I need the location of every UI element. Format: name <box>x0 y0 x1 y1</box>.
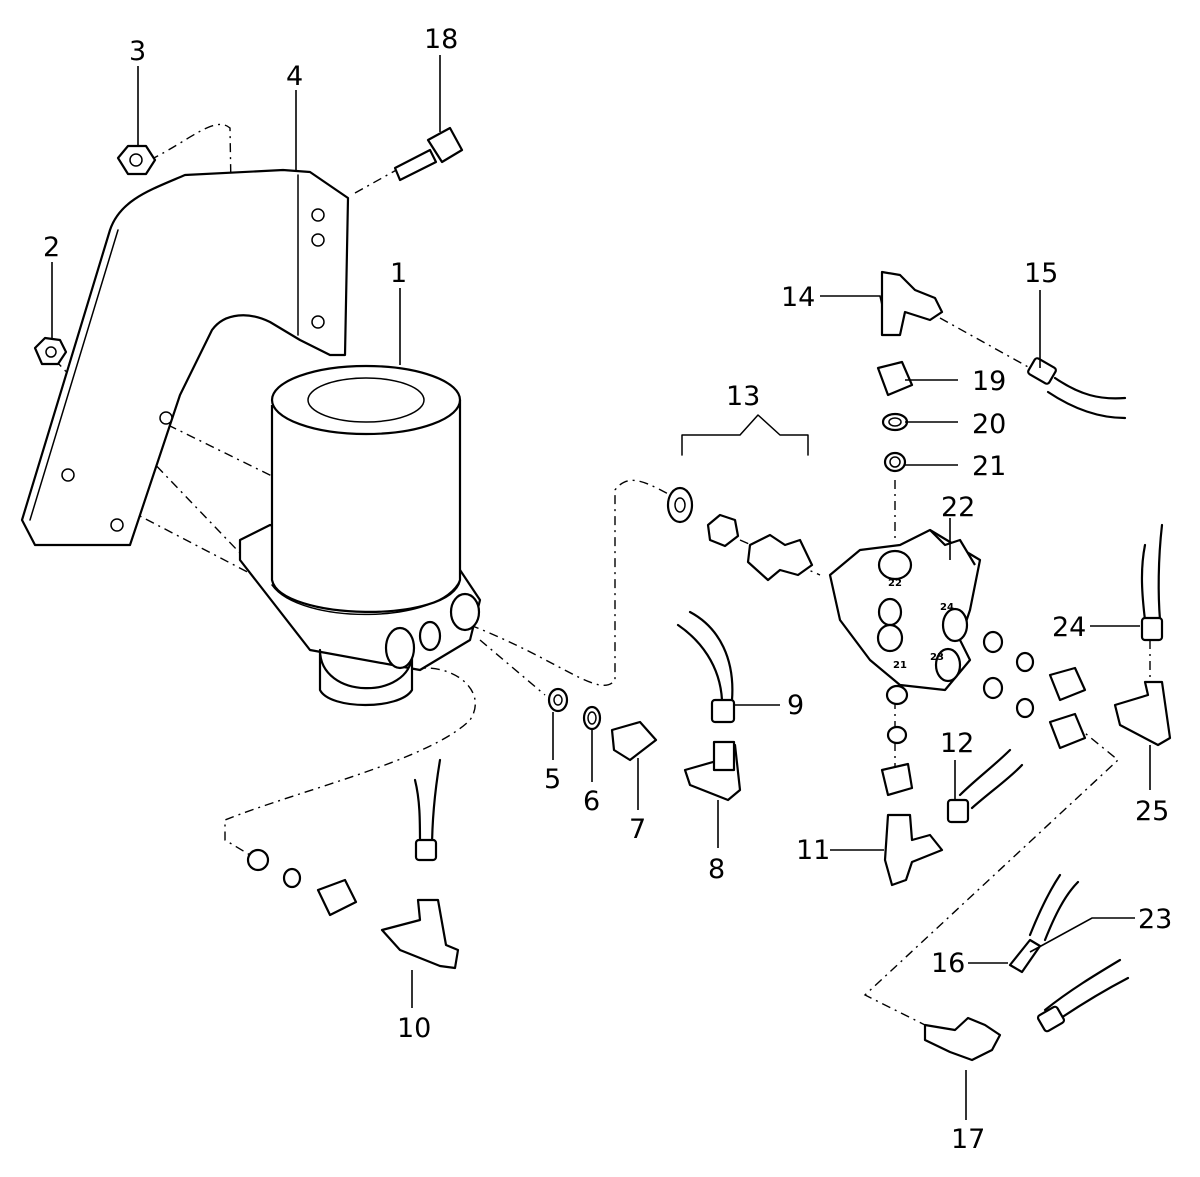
nut-part-2 <box>33 336 68 366</box>
callout-14: 14 <box>781 282 815 313</box>
elbow-part-11 <box>883 813 944 887</box>
nipple-part-16 <box>1008 938 1042 974</box>
callout-10: 10 <box>397 1013 431 1044</box>
hose-part-15 <box>1027 357 1127 420</box>
callout-5: 5 <box>544 764 561 795</box>
washer-part-20 <box>881 412 909 432</box>
callout-22: 22 <box>941 492 975 523</box>
callout-6: 6 <box>583 786 600 817</box>
callout-20: 20 <box>972 409 1006 440</box>
callout-labels: 1 2 3 4 5 6 7 8 9 10 11 12 13 14 15 16 1… <box>43 24 1172 1155</box>
hose-part-24 <box>1140 523 1164 642</box>
valve-part-22: 22 24 21 23 <box>828 528 982 692</box>
callout-23: 23 <box>1138 904 1172 935</box>
callout-17: 17 <box>951 1124 985 1155</box>
callout-18: 18 <box>424 24 458 55</box>
elbow-part-8 <box>683 740 742 802</box>
port-mark-23: 23 <box>930 652 944 663</box>
callout-25: 25 <box>1135 796 1169 827</box>
port-mark-24: 24 <box>940 602 954 613</box>
callout-11: 11 <box>796 835 830 866</box>
hose-part-9 <box>676 610 736 724</box>
callout-2: 2 <box>43 232 60 263</box>
callout-12: 12 <box>940 728 974 759</box>
leader-lines <box>51 55 1151 1120</box>
callout-8: 8 <box>708 854 725 885</box>
nut-part-3 <box>116 144 157 176</box>
callout-21: 21 <box>972 451 1006 482</box>
callout-19: 19 <box>972 366 1006 397</box>
port-mark-21: 21 <box>893 660 907 671</box>
callout-1: 1 <box>390 258 407 289</box>
washer-part-5 <box>547 687 569 713</box>
elbow-part-14 <box>880 270 944 337</box>
callout-15: 15 <box>1024 258 1058 289</box>
callout-24: 24 <box>1052 612 1086 643</box>
elbow-part-17 <box>923 958 1130 1062</box>
unions-right <box>880 666 1087 797</box>
bracket-part-4 <box>20 168 350 547</box>
washers-right <box>885 630 1035 745</box>
callout-13: 13 <box>726 381 760 412</box>
washer-part-6 <box>582 705 602 731</box>
bolt-part-18 <box>393 126 464 182</box>
union-part-19 <box>876 360 914 397</box>
callout-9: 9 <box>787 690 804 721</box>
callout-4: 4 <box>286 61 303 92</box>
tee-part-10 <box>246 758 460 970</box>
air-dryer-part-1 <box>238 364 482 706</box>
union-part-7 <box>610 720 658 762</box>
elbow-part-25 <box>1113 680 1172 747</box>
callout-7: 7 <box>629 814 646 845</box>
hose-part-23 <box>1028 873 1080 942</box>
fitting-set-part-13 <box>666 414 814 582</box>
hose-part-12 <box>946 748 1024 824</box>
port-mark-22: 22 <box>888 578 902 589</box>
callout-16: 16 <box>931 948 965 979</box>
callout-3: 3 <box>129 36 146 67</box>
washer-part-21 <box>883 451 907 473</box>
